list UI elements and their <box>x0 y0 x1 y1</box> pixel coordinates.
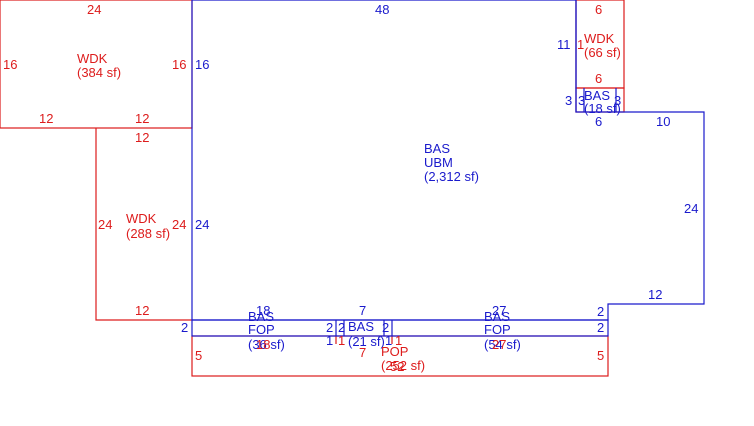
wdk-top-left-area: (384 sf) <box>77 65 121 80</box>
dim-label: 2 <box>382 320 389 335</box>
bas-fop-right-code: BAS <box>484 309 510 324</box>
dim-label: 16 <box>3 57 17 72</box>
area-labels: WDK (384 sf) BAS UBM (2,312 sf) WDK (66 … <box>77 31 621 373</box>
dim-label: 27 <box>492 303 506 318</box>
pop-area: (252 sf) <box>381 358 425 373</box>
dim-label: 24 <box>172 217 186 232</box>
bas-fop-right-area: (54 sf) <box>484 337 521 352</box>
dim-label: 2 <box>597 304 604 319</box>
dim-label: 1 <box>385 333 392 348</box>
dim-label: 7 <box>359 303 366 318</box>
dim-label: 24 <box>87 2 101 17</box>
dim-label: 2 <box>326 320 333 335</box>
dim-label: 5 <box>597 348 604 363</box>
bas-mid-area: (21 sf) <box>348 334 385 349</box>
dim-label: 11 <box>557 37 571 52</box>
dim-label: 18 <box>256 303 270 318</box>
bas-mid-code: BAS <box>348 319 374 334</box>
dim-label: 24 <box>98 217 112 232</box>
bas-main-area: (2,312 sf) <box>424 169 479 184</box>
wdk-top-right-area: (66 sf) <box>584 45 621 60</box>
bas-small-right-area: (18 sf) <box>584 101 621 116</box>
dim-label: 3 <box>614 93 621 108</box>
dim-label: 3 <box>565 93 572 108</box>
wdk-top-left-code: WDK <box>77 51 108 66</box>
dim-label: 16 <box>172 57 186 72</box>
dim-label: 24 <box>684 201 698 216</box>
bas-fop-strip <box>191 319 609 337</box>
dim-label: 16 <box>195 57 209 72</box>
dim-label: 1 <box>338 333 345 348</box>
wdk-left-area: (288 sf) <box>126 226 170 241</box>
dim-label: 6 <box>595 114 602 129</box>
dim-label: 2 <box>338 320 345 335</box>
dim-label: 6 <box>595 2 602 17</box>
dim-label: 12 <box>39 111 53 126</box>
dimension-labels: 24 16 16 16 12 12 48 11 1 6 6 3 3 3 6 10… <box>3 2 698 374</box>
bas-main-code: BAS <box>424 141 450 156</box>
wdk-left-code: WDK <box>126 211 157 226</box>
dim-label: 18 <box>256 337 270 352</box>
dim-label: 5 <box>195 348 202 363</box>
dim-label: 7 <box>359 345 366 360</box>
wdk-left-outline <box>95 128 192 321</box>
dim-label: 2 <box>181 320 188 335</box>
dim-label: 10 <box>656 114 670 129</box>
bas-fop-right-sub: FOP <box>484 322 511 337</box>
dim-label: 12 <box>135 303 149 318</box>
dim-label: 48 <box>375 2 389 17</box>
dim-label: 12 <box>648 287 662 302</box>
bas-fop-left-area: (36 sf) <box>248 337 285 352</box>
blue-outlines <box>191 0 705 337</box>
dim-label: 6 <box>595 71 602 86</box>
dim-label: 52 <box>390 359 404 374</box>
dim-label: 1 <box>395 333 402 348</box>
wdk-top-right-code: WDK <box>584 31 615 46</box>
dim-label: 12 <box>135 130 149 145</box>
dim-label: 3 <box>578 93 585 108</box>
bas-small-right-code: BAS <box>584 88 610 103</box>
dim-label: 12 <box>135 111 149 126</box>
pop-code: POP <box>381 344 408 359</box>
bas-main-sub: UBM <box>424 155 453 170</box>
dim-label: 1 <box>326 333 333 348</box>
dim-label: 27 <box>492 337 506 352</box>
dim-label: 1 <box>577 37 584 52</box>
bas-fop-left-sub: FOP <box>248 322 275 337</box>
dim-label: 2 <box>597 320 604 335</box>
dim-label: 24 <box>195 217 209 232</box>
bas-fop-left-code: BAS <box>248 309 274 324</box>
